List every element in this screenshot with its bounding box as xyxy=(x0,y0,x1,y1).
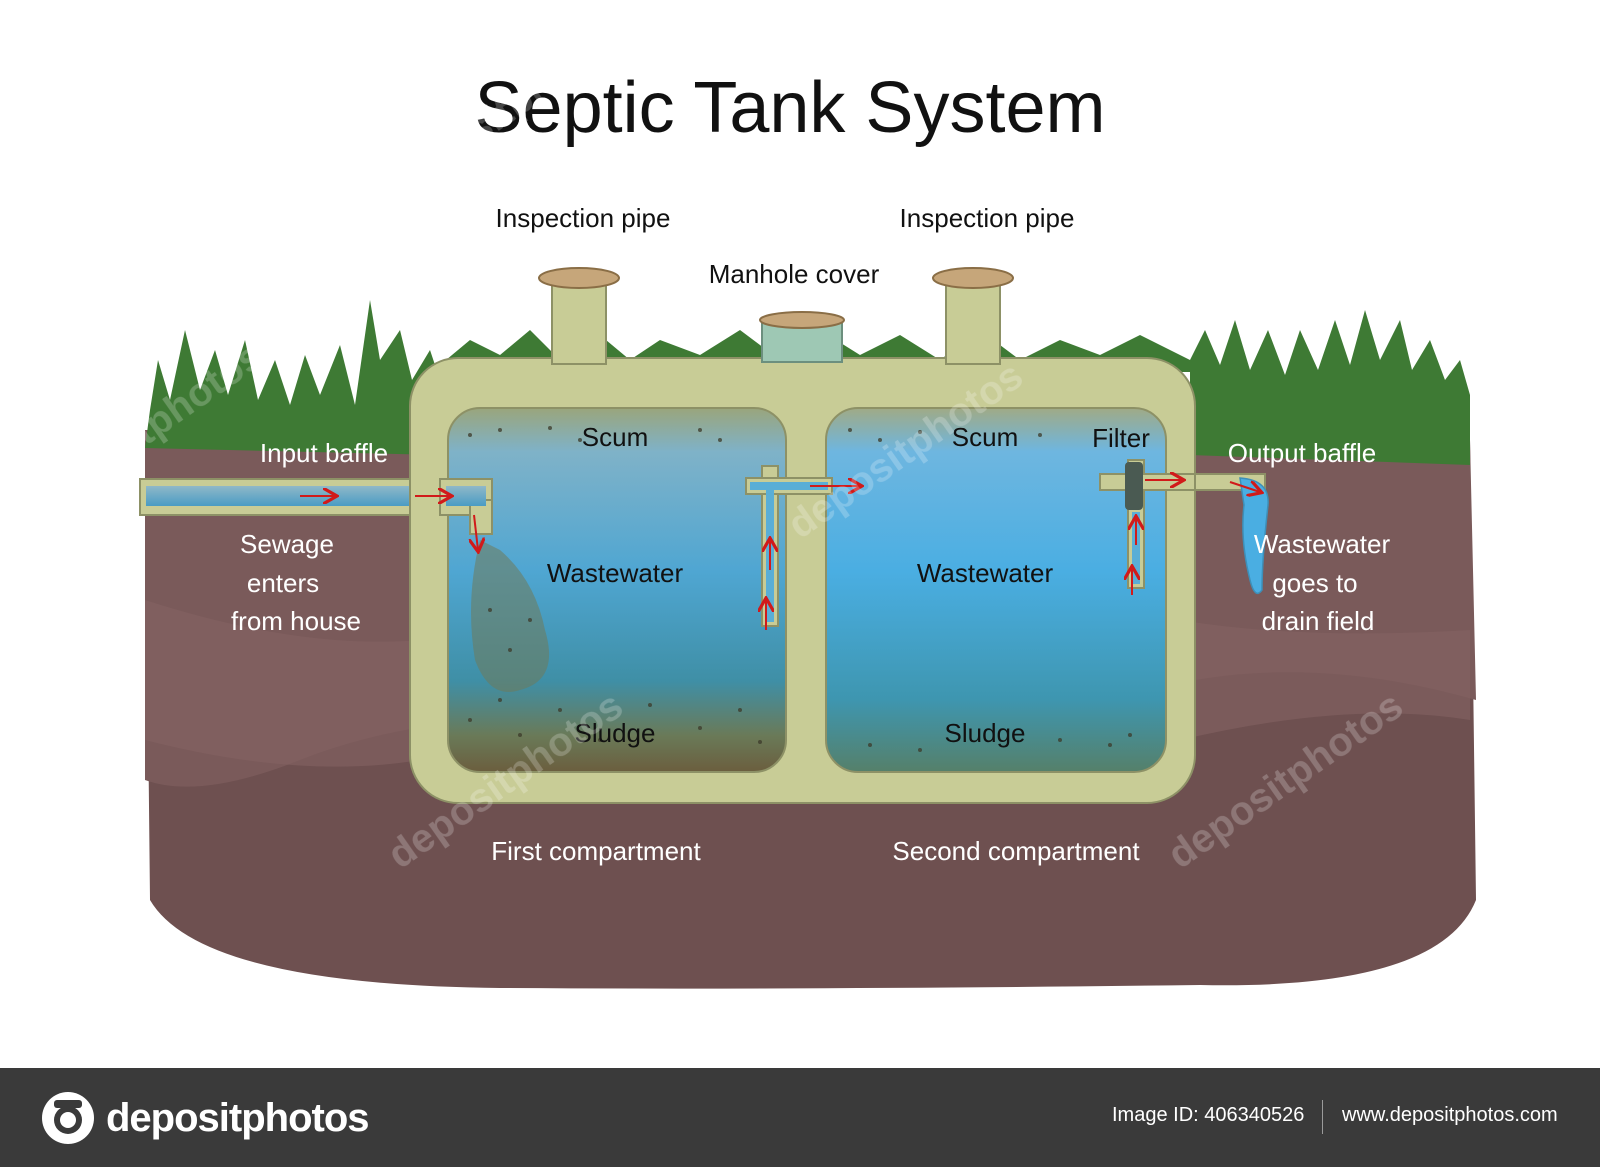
brand-name: depositphotos xyxy=(106,1095,370,1140)
brand-logo[interactable]: depositphotos xyxy=(40,1090,370,1146)
grass-right xyxy=(1190,310,1470,465)
drain-flow xyxy=(1239,477,1269,595)
label-drain-line1: Wastewater xyxy=(1254,529,1391,559)
label-filter: Filter xyxy=(1092,423,1150,453)
diagram-title: Septic Tank System xyxy=(475,68,1106,148)
sludge-particles xyxy=(468,426,1132,752)
manhole-cover xyxy=(759,311,845,363)
label-first-compartment: First compartment xyxy=(491,836,701,866)
second-compartment-water xyxy=(825,407,1167,773)
label-wastewater-2: Wastewater xyxy=(917,558,1054,588)
label-output-baffle: Output baffle xyxy=(1228,438,1376,468)
camera-logo-icon xyxy=(42,1092,94,1144)
label-sewage-line3: from house xyxy=(231,606,361,636)
sewage-plume xyxy=(471,540,550,692)
label-drain-line2: goes to xyxy=(1272,568,1357,598)
label-wastewater-1: Wastewater xyxy=(547,558,684,588)
label-sludge-1: Sludge xyxy=(575,718,656,748)
label-drain-line3: drain field xyxy=(1262,606,1375,636)
footer-bar: depositphotos Image ID: 406340526 www.de… xyxy=(0,1068,1600,1167)
grass xyxy=(145,300,440,455)
flow-arrows xyxy=(300,480,1260,630)
label-sludge-2: Sludge xyxy=(945,718,1026,748)
label-scum-2: Scum xyxy=(952,422,1018,452)
label-inspection-pipe-right: Inspection pipe xyxy=(900,203,1075,233)
website-link[interactable]: www.depositphotos.com xyxy=(1342,1104,1558,1126)
label-inspection-pipe-left: Inspection pipe xyxy=(496,203,671,233)
label-sewage-line2: enters xyxy=(247,568,319,598)
label-second-compartment: Second compartment xyxy=(892,836,1140,866)
label-sewage-line1: Sewage xyxy=(240,529,334,559)
inspection-pipe-left xyxy=(538,267,620,365)
label-scum-1: Scum xyxy=(582,422,648,452)
image-id: Image ID: 406340526 xyxy=(1112,1104,1305,1126)
svg-text:depositphotos: depositphotos xyxy=(1160,13,1411,207)
footer-divider xyxy=(1322,1100,1323,1134)
inspection-pipe-right xyxy=(932,267,1014,365)
label-manhole-cover: Manhole cover xyxy=(709,259,880,289)
label-input-baffle: Input baffle xyxy=(260,438,388,468)
